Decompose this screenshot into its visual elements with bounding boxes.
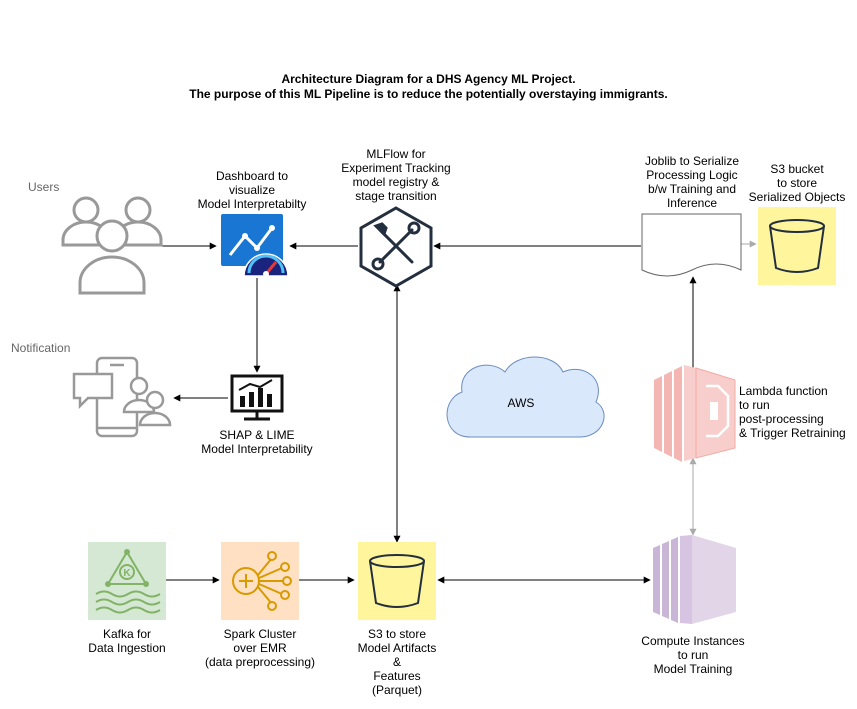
- mlflow-label-line: stage transition: [355, 189, 437, 203]
- connectors: [158, 240, 757, 584]
- s3-artifacts-label-line: S3 to store: [367, 627, 427, 641]
- compute-label-line: Model Training: [653, 662, 733, 676]
- kafka-label-line: Data Ingestion: [88, 641, 166, 655]
- s3-artifacts-label-line: (Parquet): [371, 683, 423, 697]
- shap-monitor-icon: [230, 374, 284, 421]
- dashboard-label-line: Dashboard to: [215, 169, 289, 183]
- joblib-label-line: b/w Training and: [647, 182, 737, 196]
- s3-serialized-label-line: Serialized Objects: [748, 190, 846, 204]
- s3-artifacts-label-line: &: [392, 655, 401, 669]
- dashboard-icon: [221, 214, 283, 266]
- cloud-icon: [446, 356, 605, 438]
- users-icon: [61, 196, 163, 295]
- spark-label-line: over EMR: [233, 641, 287, 655]
- lambda-label: Lambda function to run post-processing &…: [739, 384, 846, 440]
- diagram-title-line-1: Architecture Diagram for a DHS Agency ML…: [281, 72, 576, 86]
- lambda-icon: [654, 365, 736, 462]
- compute-label: Compute Instances to run Model Training: [628, 634, 758, 676]
- joblib-label-line: Inference: [666, 196, 718, 210]
- lambda-label-line: to run: [739, 398, 770, 412]
- document-icon: [641, 213, 742, 277]
- kafka-icon: K: [88, 542, 166, 620]
- compute-icon: [653, 535, 736, 624]
- shap-label-line: SHAP & LIME: [219, 428, 295, 442]
- s3-serialized-label-line: to store: [776, 176, 818, 190]
- spark-label-line: (data preprocessing): [204, 655, 316, 669]
- mlflow-label-line: Experiment Tracking: [341, 161, 451, 175]
- s3-artifacts-label: S3 to store Model Artifacts & Features (…: [337, 627, 457, 697]
- mlflow-tools-icon: [359, 206, 433, 288]
- s3-artifacts-label-line: Model Artifacts: [357, 641, 437, 655]
- s3-artifacts-label-line: Features: [373, 669, 421, 683]
- spark-icon: [221, 542, 299, 620]
- aws-label: AWS: [507, 396, 535, 410]
- lambda-label-line: & Trigger Retraining: [739, 426, 846, 440]
- mlflow-label-line: MLFlow for: [366, 147, 426, 161]
- s3-serialized-label: S3 bucket to store Serialized Objects: [742, 162, 852, 204]
- s3-serialized-label-line: S3 bucket: [770, 162, 824, 176]
- joblib-label-line: Joblib to Serialize: [644, 154, 740, 168]
- notification-icon: [72, 356, 172, 438]
- compute-label-line: to run: [677, 648, 709, 662]
- kafka-label: Kafka for Data Ingestion: [67, 627, 187, 655]
- gauge-icon: [243, 253, 289, 277]
- lambda-label-line: post-processing: [739, 412, 824, 426]
- dashboard-label-line: visualize: [228, 183, 276, 197]
- mlflow-label: MLFlow for Experiment Tracking model reg…: [326, 147, 466, 203]
- s3-bucket-icon: [758, 207, 836, 285]
- dashboard-label: Dashboard to visualize Model Interpretab…: [182, 169, 322, 211]
- joblib-label: Joblib to Serialize Processing Logic b/w…: [622, 154, 762, 210]
- users-label: Users: [28, 180, 60, 194]
- notification-label: Notification: [11, 341, 71, 355]
- spark-label: Spark Cluster over EMR (data preprocessi…: [195, 627, 325, 669]
- diagram-title-line-2: The purpose of this ML Pipeline is to re…: [189, 87, 668, 101]
- dashboard-label-line: Model Interpretabilty: [197, 197, 307, 211]
- joblib-label-line: Processing Logic: [646, 168, 738, 182]
- lambda-label-line: Lambda function: [739, 384, 828, 398]
- mlflow-label-line: model registry &: [352, 175, 440, 189]
- spark-label-line: Spark Cluster: [223, 627, 297, 641]
- kafka-label-line: Kafka for: [102, 627, 152, 641]
- s3-bucket-icon: [358, 542, 436, 620]
- compute-label-line: Compute Instances: [641, 634, 745, 648]
- svg-text:K: K: [123, 568, 131, 579]
- shap-label-line: Model Interpretability: [201, 442, 313, 456]
- shap-label: SHAP & LIME Model Interpretability: [187, 428, 327, 456]
